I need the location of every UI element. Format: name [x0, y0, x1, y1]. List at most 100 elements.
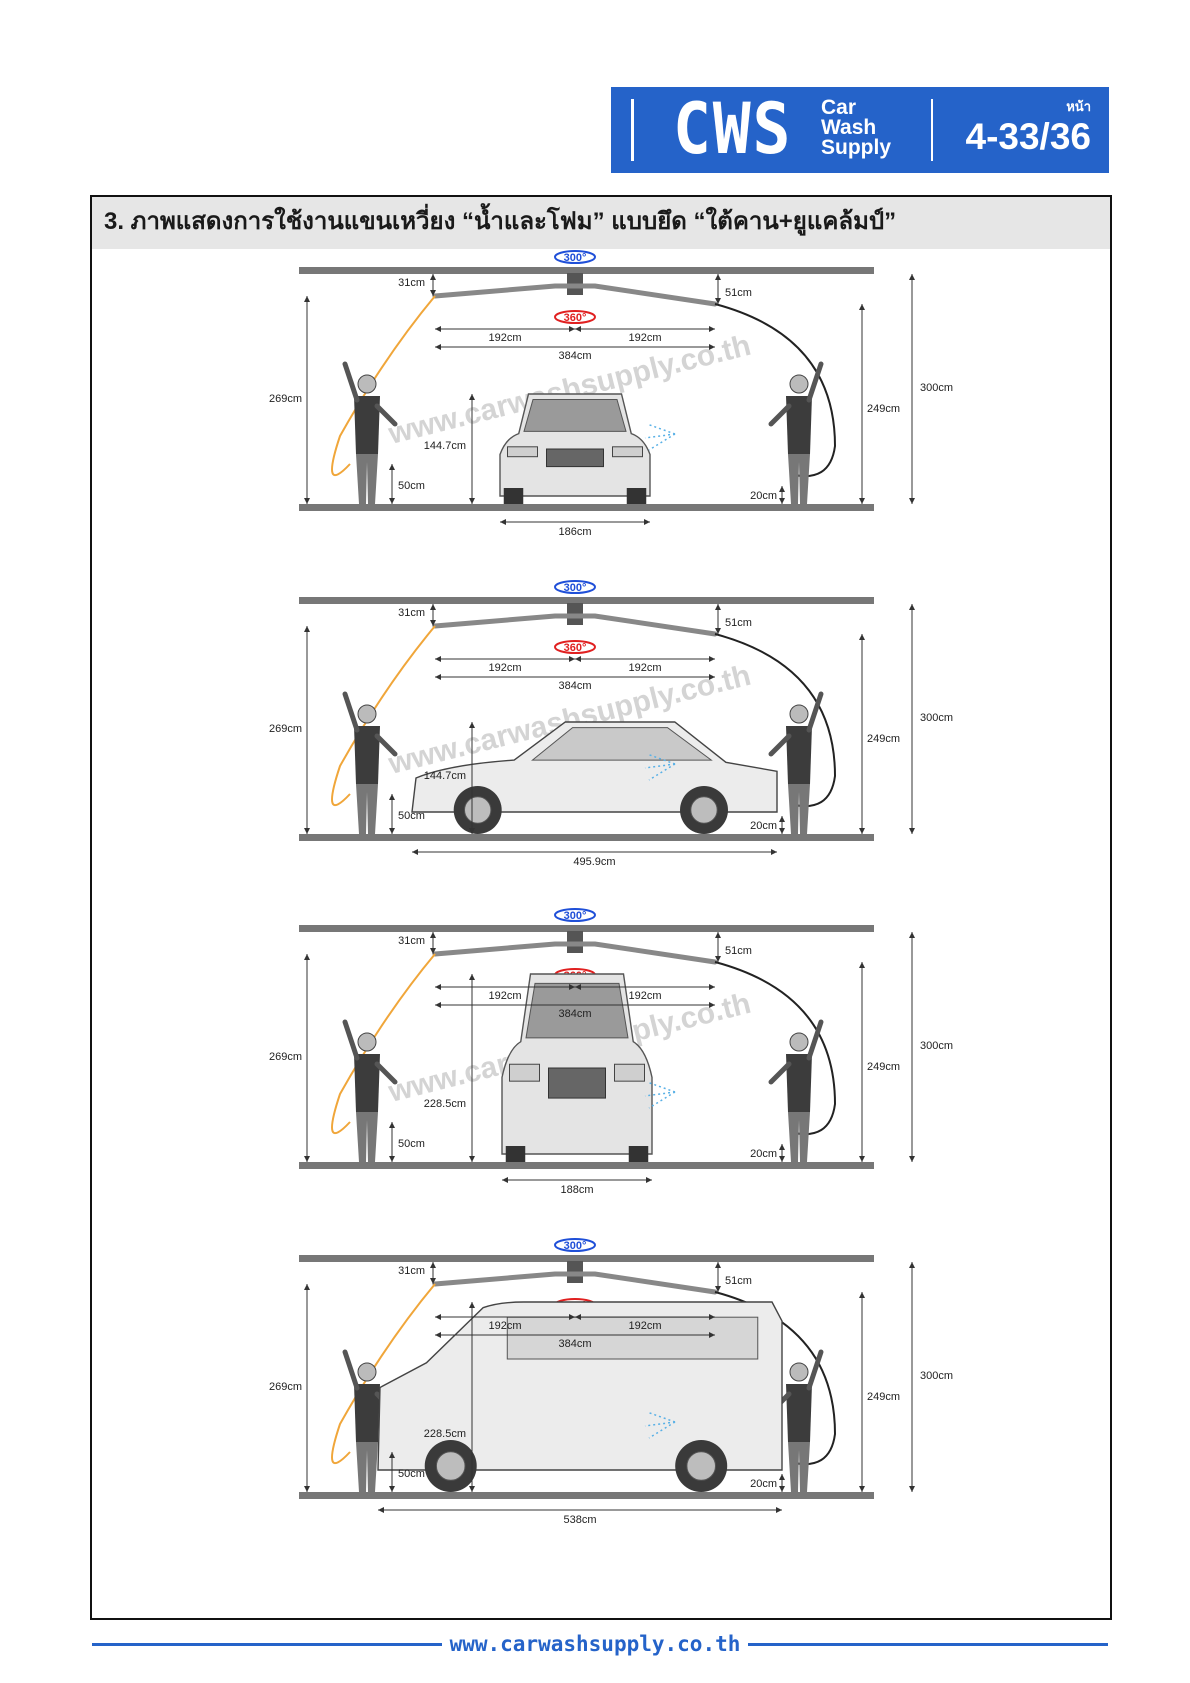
worker-left-arm-up — [342, 1019, 360, 1061]
dim-arm-left-label: 192cm — [488, 332, 521, 344]
dim-arm-total-label: 384cm — [558, 350, 591, 362]
worker-left-head — [357, 1032, 377, 1052]
dim-riser-arrow-t — [715, 932, 721, 938]
dim-ground-gap-arrow-t — [779, 1144, 785, 1150]
hose-right-black — [714, 303, 837, 478]
dim-arm-total-arrow-r — [709, 344, 715, 350]
water-spray — [644, 1411, 676, 1439]
sedan-side-view-rim-1 — [690, 796, 718, 824]
dim-arm-height-arrow-b — [859, 1486, 865, 1492]
sedan-front-view-windshield — [523, 399, 627, 432]
rotation-300-badge-ring — [554, 1238, 596, 1252]
worker-right-legs — [788, 784, 810, 834]
dim-vehicle-height-label: 228.5cm — [424, 1428, 466, 1440]
worker-right-legs — [788, 454, 810, 504]
section-title: 3. ภาพแสดงการใช้งานแขนเหวี่ยง “น้ำและโฟม… — [104, 208, 897, 235]
header-divider-right — [931, 99, 933, 161]
dim-vehicle-width-arrow-r — [776, 1507, 782, 1513]
dim-arm-total-arrow-l — [435, 1002, 441, 1008]
header-divider-left — [631, 99, 634, 161]
dim-total-height-label: 300cm — [920, 1370, 953, 1382]
van-side-view-windows — [506, 1316, 759, 1360]
dim-nozzle-low-arrow-b — [389, 1156, 395, 1162]
dim-arm-height-label: 249cm — [867, 1061, 900, 1073]
dim-arm-right-arrow-l — [575, 1314, 581, 1320]
sedan-front-view-headlight-l — [507, 446, 538, 458]
floor-slab — [299, 1492, 874, 1499]
dim-operator-reach-arrow-b — [304, 1486, 310, 1492]
dim-ground-gap-arrow-b — [779, 498, 785, 504]
floor-slab — [299, 504, 874, 511]
worker-right-arm-out — [768, 733, 792, 757]
worker-left-head — [357, 374, 377, 394]
dim-arm-right-arrow-l — [575, 984, 581, 990]
rotation-360-badge: 360° — [564, 642, 587, 654]
dim-arm-right-arrow-r — [709, 326, 715, 332]
dim-arm-height-arrow-t — [859, 634, 865, 640]
dim-riser-arrow-t — [715, 274, 721, 280]
dim-arm-left-arrow-l — [435, 984, 441, 990]
dim-ground-gap-arrow-b — [779, 1486, 785, 1492]
dim-vehicle-width-arrow-l — [412, 849, 418, 855]
worker-left-torso — [354, 1054, 380, 1112]
dim-arm-height-label: 249cm — [867, 733, 900, 745]
dim-vehicle-width-arrow-l — [500, 519, 506, 525]
hose-right-black — [714, 961, 837, 1136]
dim-drop-arrow-t — [430, 274, 436, 280]
dim-total-height-arrow-b — [909, 828, 915, 834]
rotation-360-badge: 360° — [564, 312, 587, 324]
dim-arm-height-arrow-t — [859, 304, 865, 310]
dim-vehicle-height-label: 144.7cm — [424, 770, 466, 782]
brand-line-car: Car — [821, 96, 857, 119]
worker-right-legs — [788, 1112, 810, 1162]
sedan-front-view-headlight-r — [612, 446, 643, 458]
dim-nozzle-low-arrow-b — [389, 498, 395, 504]
dim-drop-arrow-b — [430, 1278, 436, 1284]
dim-arm-right-label: 192cm — [628, 990, 661, 1002]
dim-total-height-arrow-t — [909, 1262, 915, 1268]
worker-left-arm-up — [342, 691, 360, 733]
van-side-view-rim-1 — [686, 1451, 717, 1481]
sedan-front-view-tyre-l — [503, 488, 524, 504]
dim-total-height-arrow-t — [909, 274, 915, 280]
dim-arm-total-arrow-l — [435, 674, 441, 680]
footer-url[interactable]: www.carwashsupply.co.th — [441, 1632, 749, 1656]
dim-arm-left-arrow-r — [569, 326, 575, 332]
dim-arm-right-arrow-l — [575, 656, 581, 662]
worker-left-head — [357, 1362, 377, 1382]
van-front-view-grille — [548, 1067, 606, 1099]
dim-arm-left-arrow-l — [435, 656, 441, 662]
worker-left-legs — [356, 1442, 378, 1492]
dim-riser-label: 51cm — [725, 617, 752, 629]
sedan-side-view-rim-0 — [464, 796, 492, 824]
dim-riser-arrow-b — [715, 628, 721, 634]
dim-nozzle-low-arrow-t — [389, 794, 395, 800]
rotation-300-badge-ring — [554, 908, 596, 922]
dim-total-height-label: 300cm — [920, 712, 953, 724]
dim-total-height-label: 300cm — [920, 382, 953, 394]
dim-arm-right-label: 192cm — [628, 662, 661, 674]
van-front-view — [501, 973, 653, 1162]
dim-ground-gap-arrow-b — [779, 1156, 785, 1162]
dim-drop-arrow-b — [430, 620, 436, 626]
ceiling-beam — [299, 267, 874, 274]
dim-total-height-label: 300cm — [920, 1040, 953, 1052]
dim-arm-total-arrow-r — [709, 1002, 715, 1008]
dim-vehicle-height-arrow-t — [469, 722, 475, 728]
dim-arm-total-label: 384cm — [558, 1338, 591, 1350]
dim-vehicle-height-label: 228.5cm — [424, 1098, 466, 1110]
dim-drop-arrow-b — [430, 290, 436, 296]
worker-left — [342, 361, 398, 504]
dim-riser-arrow-b — [715, 956, 721, 962]
ceiling-beam — [299, 597, 874, 604]
dim-drop-arrow-t — [430, 1262, 436, 1268]
rotation-300-badge: 300° — [564, 1240, 587, 1252]
brand-name: Car Wash Supply — [821, 96, 891, 158]
worker-right-head — [789, 704, 809, 724]
dim-riser-arrow-b — [715, 298, 721, 304]
diagram-van-side: www.carwashsupply.co.th300°360°192cm192c… — [269, 1238, 953, 1526]
sedan-front-view-tyre-r — [626, 488, 647, 504]
dim-arm-height-arrow-t — [859, 962, 865, 968]
